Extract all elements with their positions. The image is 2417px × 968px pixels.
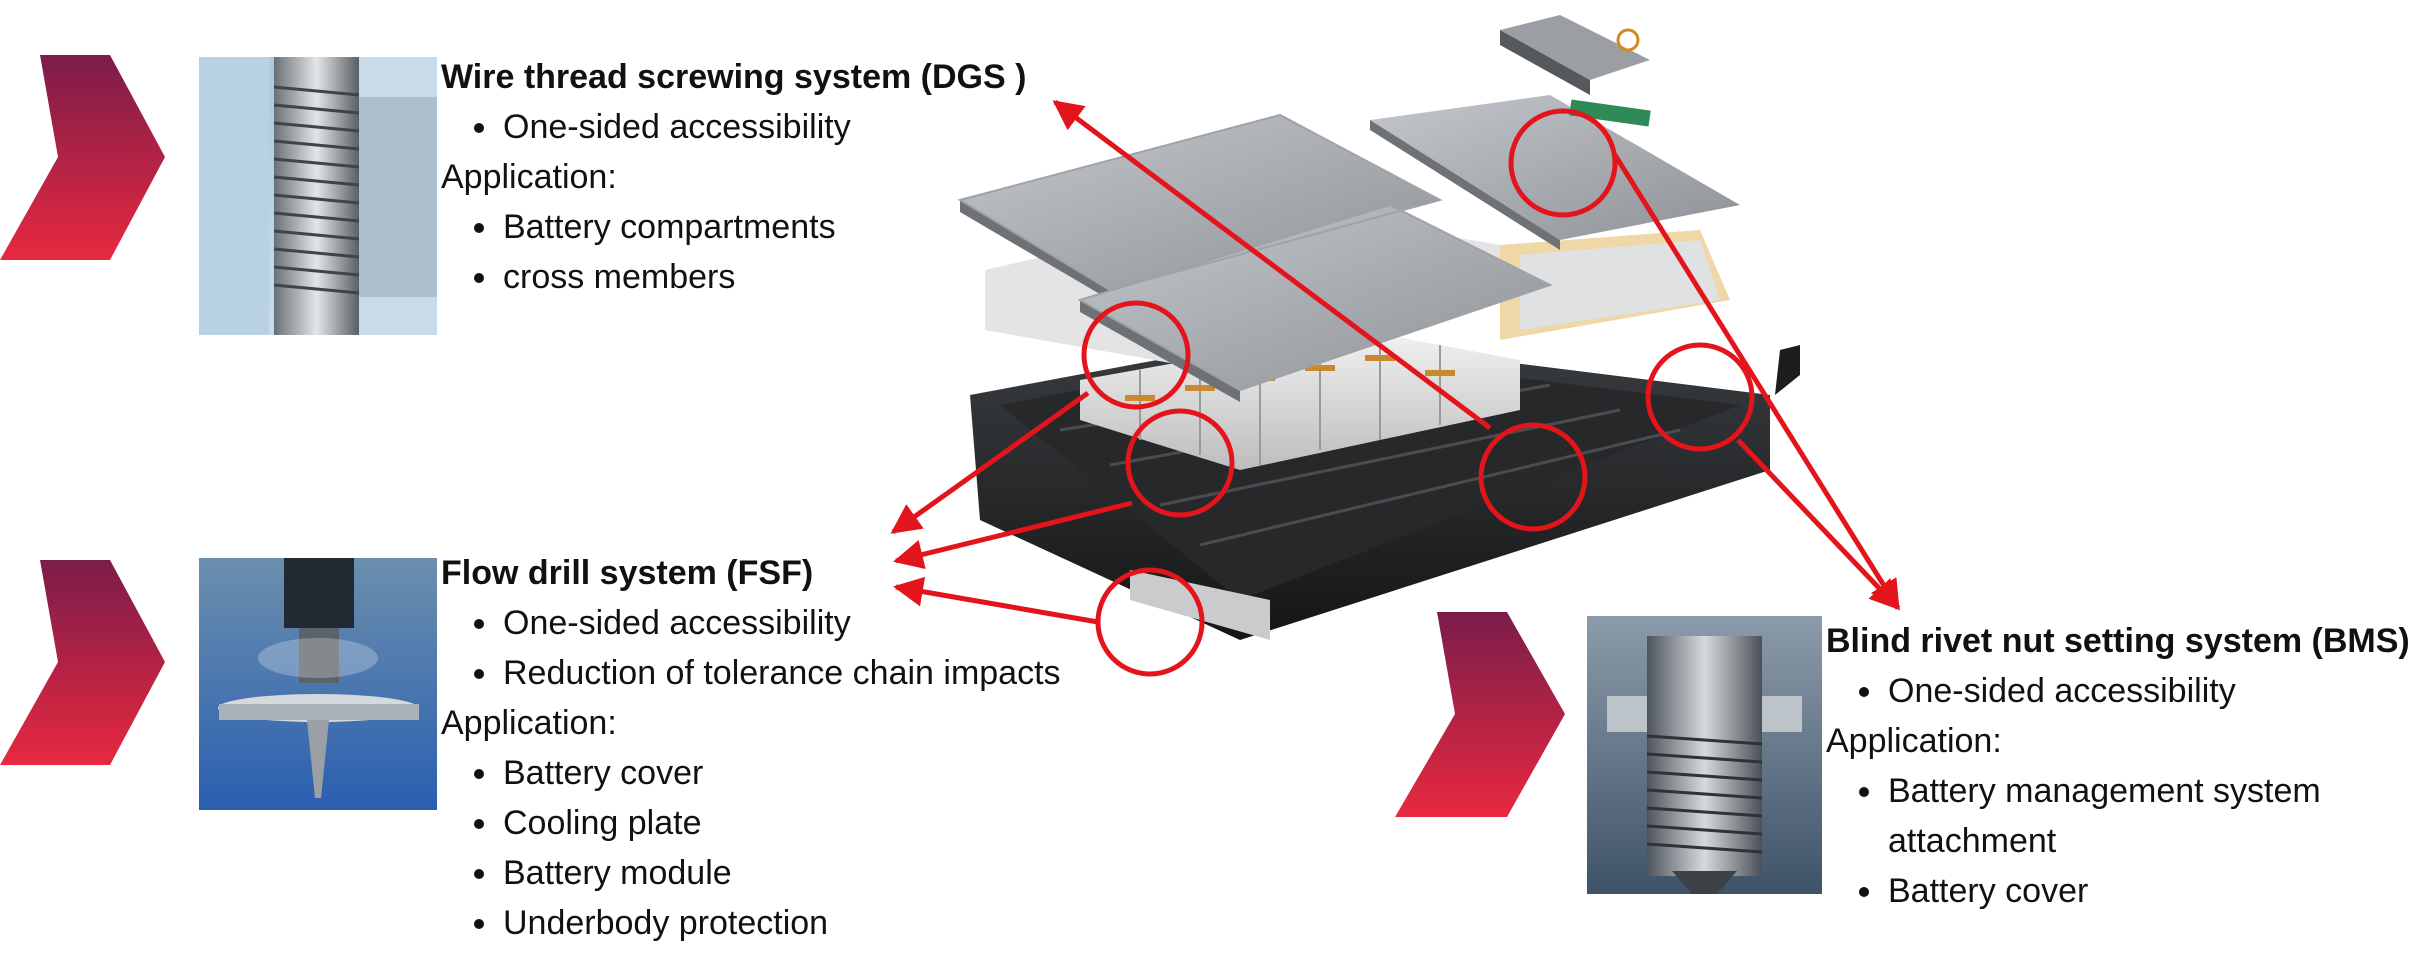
application-list: Battery cover Cooling plate Battery modu… bbox=[441, 748, 1061, 948]
dgs-info: Wire thread screwing system (DGS ) One-s… bbox=[441, 52, 1026, 302]
application-item: Underbody protection bbox=[501, 898, 1061, 948]
feature-item: One-sided accessibility bbox=[501, 598, 1061, 648]
application-item: cross members bbox=[501, 252, 1026, 302]
flow-drill-photo bbox=[199, 558, 437, 810]
chevron-right-icon bbox=[1395, 612, 1570, 817]
application-item: Battery compartments bbox=[501, 202, 1026, 252]
system-title: Flow drill system (FSF) bbox=[441, 554, 814, 592]
feature-item: One-sided accessibility bbox=[501, 102, 1026, 152]
feature-list: One-sided accessibility bbox=[1826, 666, 2410, 716]
battery-pack-illustration bbox=[957, 15, 1800, 640]
system-title: Blind rivet nut setting system (BMS) bbox=[1826, 622, 2410, 660]
application-label: Application: bbox=[441, 704, 617, 742]
application-item: Battery cover bbox=[501, 748, 1061, 798]
blind-rivet-nut-photo bbox=[1587, 616, 1822, 894]
application-item: Battery module bbox=[501, 848, 1061, 898]
system-title: Wire thread screwing system (DGS ) bbox=[441, 58, 1027, 96]
chevron-right-icon bbox=[0, 55, 170, 260]
feature-item: Reduction of tolerance chain impacts bbox=[501, 648, 1061, 698]
feature-item: One-sided accessibility bbox=[1886, 666, 2410, 716]
feature-list: One-sided accessibility bbox=[441, 102, 1026, 152]
application-item: Battery management system attachment bbox=[1886, 766, 2396, 866]
chevron-right-icon bbox=[0, 560, 170, 765]
application-list: Battery compartments cross members bbox=[441, 202, 1026, 302]
feature-list: One-sided accessibility Reduction of tol… bbox=[441, 598, 1061, 698]
application-label: Application: bbox=[1826, 722, 2002, 760]
application-label: Application: bbox=[441, 158, 617, 196]
application-item: Cooling plate bbox=[501, 798, 1061, 848]
application-item: Battery cover bbox=[1886, 866, 2396, 916]
wire-thread-photo bbox=[199, 57, 437, 335]
application-list: Battery management system attachment Bat… bbox=[1826, 766, 2396, 916]
bms-info: Blind rivet nut setting system (BMS) One… bbox=[1826, 616, 2410, 916]
fsf-info: Flow drill system (FSF) One-sided access… bbox=[441, 548, 1061, 948]
